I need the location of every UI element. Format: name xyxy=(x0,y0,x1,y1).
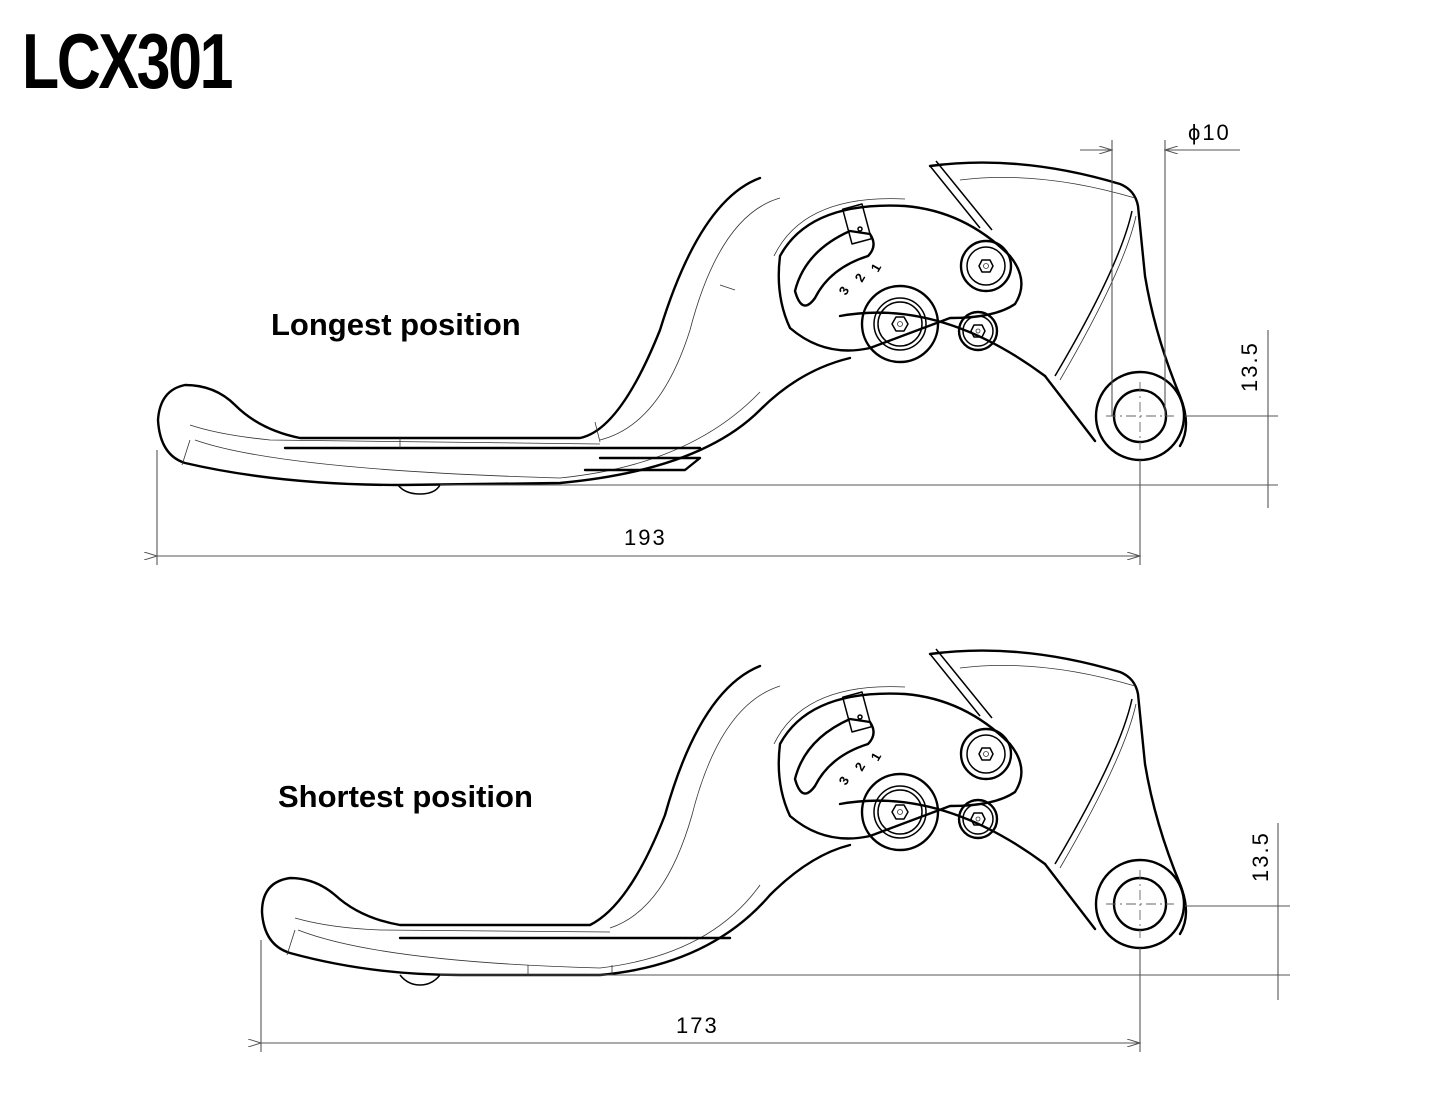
pivot-diameter-dimension: ϕ10 xyxy=(1188,120,1231,145)
adjuster-mark-1-shortest: 1 xyxy=(868,750,885,764)
length-dimension-173: 173 xyxy=(676,1013,719,1038)
height-dimension-bottom: 13.5 xyxy=(1248,831,1273,882)
adjuster-mark-1: 1 xyxy=(868,261,885,275)
lever-shortest-view: 3 2 1 173 13.5 xyxy=(261,647,1290,1052)
longest-position-label: Longest position xyxy=(271,307,521,342)
lever-longest-view: 3 2 1 193 13.5 ϕ10 xyxy=(157,120,1278,565)
length-dimension-193: 193 xyxy=(624,525,667,550)
adjuster-mark-3: 3 xyxy=(836,284,853,298)
height-dimension-top: 13.5 xyxy=(1237,341,1262,392)
adjuster-mark-2: 2 xyxy=(852,271,869,285)
shortest-position-label: Shortest position xyxy=(278,779,533,814)
drawing-title: LCX301 xyxy=(22,17,233,105)
adjuster-mark-2-shortest: 2 xyxy=(852,760,869,774)
adjuster-mark-3-shortest: 3 xyxy=(836,774,853,788)
